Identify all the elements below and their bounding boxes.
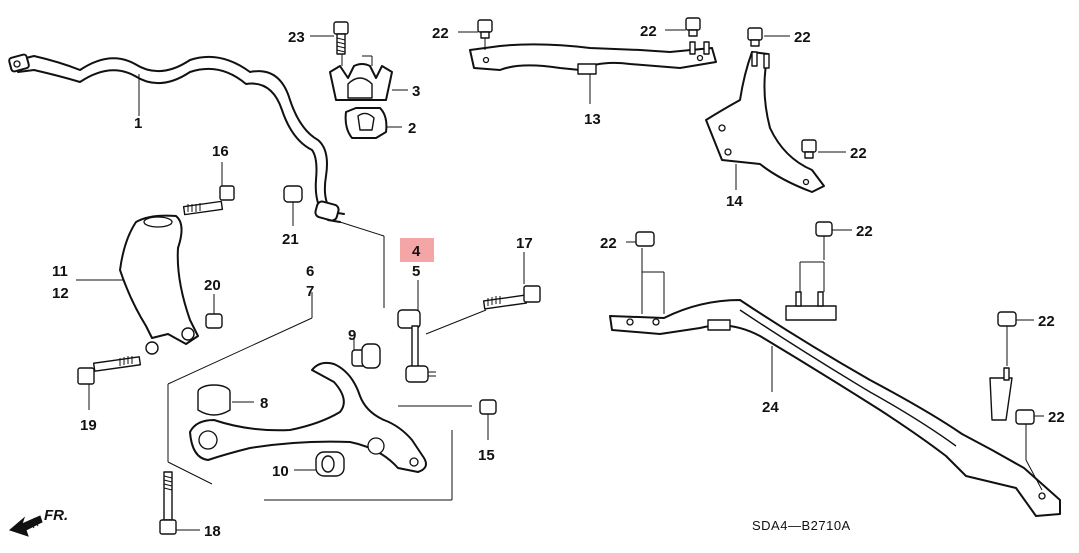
nut-22-f[interactable]	[815, 221, 833, 237]
stabilizer-bar[interactable]	[8, 53, 345, 223]
nut-15[interactable]	[479, 399, 497, 415]
label-7: 7	[306, 283, 314, 300]
bushing-8[interactable]	[197, 384, 231, 416]
bolt-16[interactable]	[182, 185, 235, 216]
bolt-23[interactable]	[333, 21, 349, 55]
bolt-17[interactable]	[482, 285, 541, 310]
brace-13[interactable]	[469, 43, 717, 75]
label-2: 2	[408, 120, 416, 137]
label-22-c: 22	[794, 29, 811, 46]
bolt-18[interactable]	[159, 471, 177, 535]
label-8: 8	[260, 395, 268, 412]
nut-22-c[interactable]	[747, 27, 763, 47]
stiffener-24[interactable]	[609, 291, 1061, 517]
label-10: 10	[272, 463, 289, 480]
nut-22-a[interactable]	[477, 19, 493, 39]
label-3: 3	[412, 83, 420, 100]
label-16: 16	[212, 143, 229, 160]
label-11: 11	[52, 263, 68, 280]
highlight-4	[400, 238, 434, 262]
label-19: 19	[80, 417, 97, 434]
bolt-19[interactable]	[77, 356, 142, 385]
label-15: 15	[478, 447, 495, 464]
label-22-e: 22	[600, 235, 617, 252]
nut-22-d[interactable]	[801, 139, 817, 159]
label-22-b: 22	[640, 23, 657, 40]
label-22-f: 22	[856, 223, 873, 240]
stabilizer-bushing-2[interactable]	[344, 107, 388, 139]
label-9: 9	[348, 327, 356, 344]
label-6: 6	[306, 263, 314, 280]
label-17: 17	[516, 235, 533, 252]
front-arrow-icon	[9, 515, 43, 537]
stabilizer-link-5[interactable]	[339, 221, 436, 383]
label-5: 5	[412, 263, 420, 280]
nut-20[interactable]	[205, 313, 223, 329]
stabilizer-holder-bracket-3[interactable]	[329, 63, 393, 101]
label-4: 4	[412, 243, 421, 260]
nut-22-b[interactable]	[685, 17, 710, 55]
label-13: 13	[584, 111, 601, 128]
label-22-d: 22	[850, 145, 867, 162]
bushing-10[interactable]	[315, 451, 345, 477]
label-23: 23	[288, 29, 305, 46]
label-24: 24	[762, 399, 779, 416]
label-20: 20	[204, 277, 221, 294]
nut-21[interactable]	[283, 185, 303, 203]
label-22-a: 22	[432, 25, 449, 42]
label-14: 14	[726, 193, 743, 210]
bushing-9[interactable]	[351, 343, 381, 369]
label-18: 18	[204, 523, 221, 540]
front-indicator-label: FR.	[44, 507, 68, 524]
nut-22-e[interactable]	[635, 231, 655, 247]
label-1: 1	[134, 115, 142, 132]
upper-arm-11-12[interactable]	[119, 214, 199, 355]
nut-22-g[interactable]	[997, 311, 1017, 327]
brace-14[interactable]	[705, 51, 825, 193]
label-22-g: 22	[1038, 313, 1055, 330]
nut-22-h[interactable]	[1015, 409, 1035, 425]
label-22-h: 22	[1048, 409, 1065, 426]
lower-arm-6-7[interactable]	[189, 361, 427, 473]
diagram-code: SDA4—B2710A	[752, 518, 851, 533]
label-21: 21	[282, 231, 299, 248]
label-12: 12	[52, 285, 69, 302]
